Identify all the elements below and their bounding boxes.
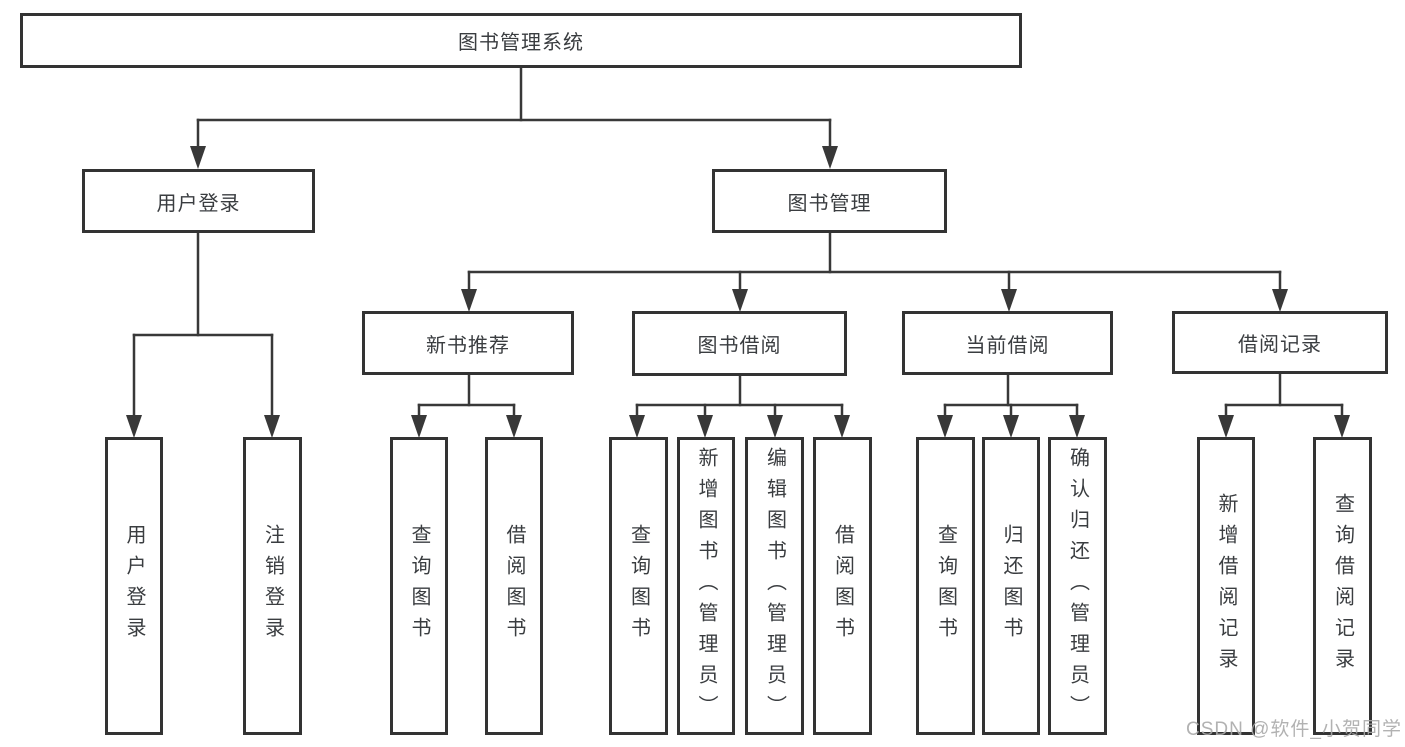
- leaf-label: 借阅图书: [831, 524, 854, 648]
- node-label: 用户登录: [156, 192, 241, 215]
- node-label: 当前借阅: [965, 334, 1050, 357]
- arrowheads: [126, 146, 1350, 438]
- leaf-confirm-return-admin: 确认归还（管理员）: [1048, 437, 1107, 735]
- node-label: 图书管理: [787, 192, 872, 215]
- leaf-label: 编辑图书（管理员）: [763, 446, 786, 726]
- node-label: 借阅记录: [1238, 334, 1322, 356]
- node-borrow-records: 借阅记录: [1172, 311, 1388, 374]
- node-label: 新书推荐: [426, 334, 510, 357]
- leaf-label: 借阅图书: [503, 524, 525, 648]
- leaf-label: 注销登录: [261, 524, 284, 648]
- node-book-borrow: 图书借阅: [632, 311, 847, 376]
- connector-lines: [132, 66, 1344, 418]
- leaf-query-books-recommend: 查询图书: [390, 437, 448, 735]
- leaf-add-books-admin: 新增图书（管理员）: [677, 437, 735, 735]
- node-user-login: 用户登录: [82, 169, 315, 233]
- leaf-query-books-borrow: 查询图书: [609, 437, 668, 735]
- watermark: CSDN @软件_小贺同学: [1186, 719, 1402, 740]
- leaf-label: 查询图书: [627, 524, 650, 648]
- node-label: 图书管理系统: [458, 32, 584, 54]
- leaf-borrow-books: 借阅图书: [813, 437, 872, 735]
- leaf-label: 新增借阅记录: [1215, 493, 1237, 679]
- node-new-book-recommend: 新书推荐: [362, 311, 574, 375]
- leaf-query-borrow-record: 查询借阅记录: [1313, 437, 1372, 735]
- leaf-label: 归还图书: [1000, 524, 1022, 648]
- leaf-return-books: 归还图书: [982, 437, 1040, 735]
- leaf-label: 查询图书: [934, 524, 957, 648]
- node-library-management-system: 图书管理系统: [20, 13, 1022, 68]
- leaf-label: 确认归还（管理员）: [1066, 446, 1089, 726]
- leaf-logout: 注销登录: [243, 437, 302, 735]
- leaf-edit-books-admin: 编辑图书（管理员）: [745, 437, 804, 735]
- leaf-add-borrow-record: 新增借阅记录: [1197, 437, 1255, 735]
- leaf-query-books-current: 查询图书: [916, 437, 975, 735]
- leaf-label: 查询图书: [408, 524, 430, 648]
- node-book-management: 图书管理: [712, 169, 947, 233]
- leaf-user-login: 用户登录: [105, 437, 163, 735]
- leaf-label: 查询借阅记录: [1331, 493, 1354, 679]
- leaf-label: 新增图书（管理员）: [695, 446, 717, 726]
- node-label: 图书借阅: [697, 335, 782, 357]
- node-current-borrow: 当前借阅: [902, 311, 1113, 375]
- leaf-label: 用户登录: [123, 524, 145, 648]
- leaf-borrow-books-recommend: 借阅图书: [485, 437, 543, 735]
